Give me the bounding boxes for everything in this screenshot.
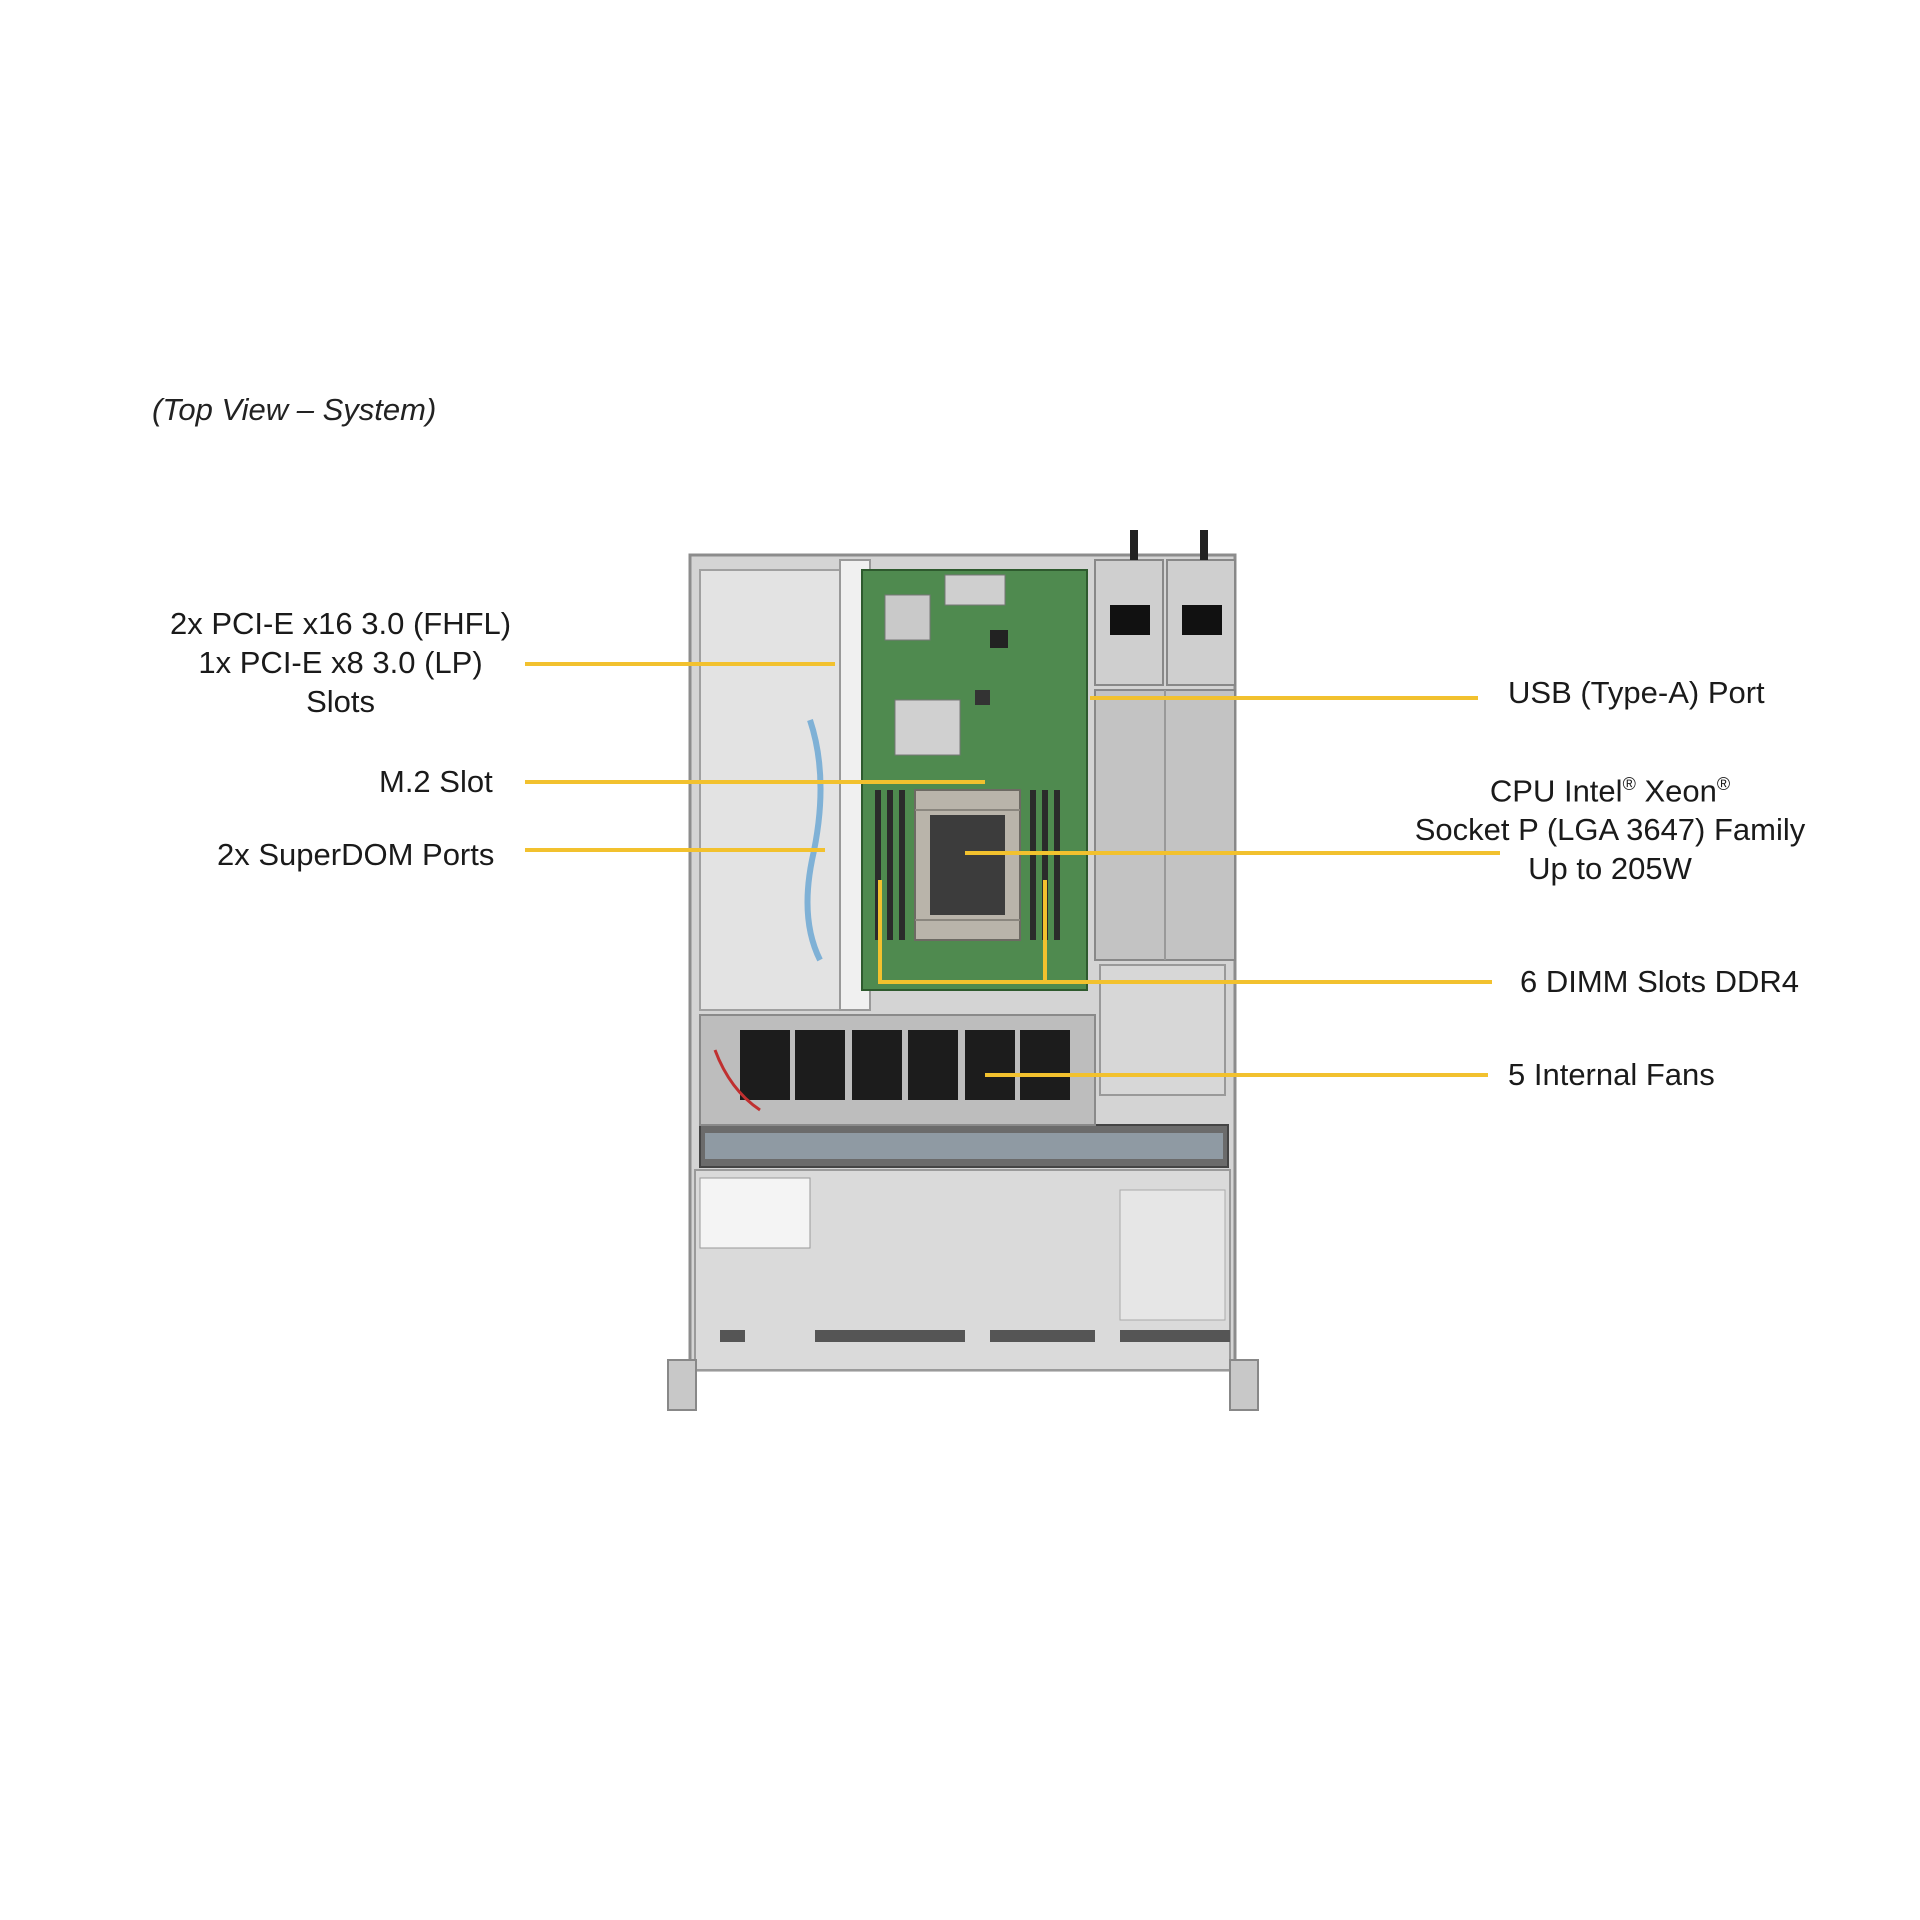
registered-mark-2: ® [1716,774,1731,794]
internal-fans-label: 5 Internal Fans [1508,1055,1715,1094]
superdom-label-line1: 2x SuperDOM Ports [217,837,495,872]
pcie-label-line2: 1x PCI-E x8 3.0 (LP) [198,645,483,680]
dimm-slots-left [875,790,905,940]
cpu-label-line1-a: CPU Intel [1489,773,1623,809]
usb-port-label: USB (Type-A) Port [1508,673,1765,712]
chassis-label-sticker [699,1177,811,1249]
cpu-label-line1: CPU Intel® Xeon® [1410,765,1810,810]
dimm-leader-line [878,880,1047,984]
pcie-slots-label: 2x PCI-E x16 3.0 (FHFL) 1x PCI-E x8 3.0 … [170,604,511,721]
fans-label-line1: 5 Internal Fans [1508,1057,1715,1092]
m2-label-line1: M.2 Slot [379,764,493,799]
cpu-label-line3: Up to 205W [1528,851,1692,887]
registered-mark-1: ® [1622,774,1636,794]
cpu-heatsink [914,789,1021,941]
usb-label-line1: USB (Type-A) Port [1508,675,1765,710]
view-caption: (Top View – System) [152,392,437,427]
front-vents [720,1330,1230,1342]
cpu-label-line1-b: Xeon [1635,773,1717,809]
pcie-label-line3: Slots [306,684,375,719]
cpu-label: CPU Intel® Xeon® Socket P (LGA 3647) Fam… [1410,765,1810,888]
dimm-label-line1: 6 DIMM Slots DDR4 [1520,964,1800,999]
m2-slot-label: M.2 Slot [379,762,493,801]
cpu-label-line2: Socket P (LGA 3647) Family [1414,812,1806,848]
dimm-slots-right [1030,790,1060,940]
callout-lines [525,662,1500,1077]
pcie-label-line1: 2x PCI-E x16 3.0 (FHFL) [170,606,512,641]
internal-fans [699,1014,1096,1126]
dimm-slots-label: 6 DIMM Slots DDR4 [1520,962,1799,1001]
superdom-ports-label: 2x SuperDOM Ports [217,835,494,874]
